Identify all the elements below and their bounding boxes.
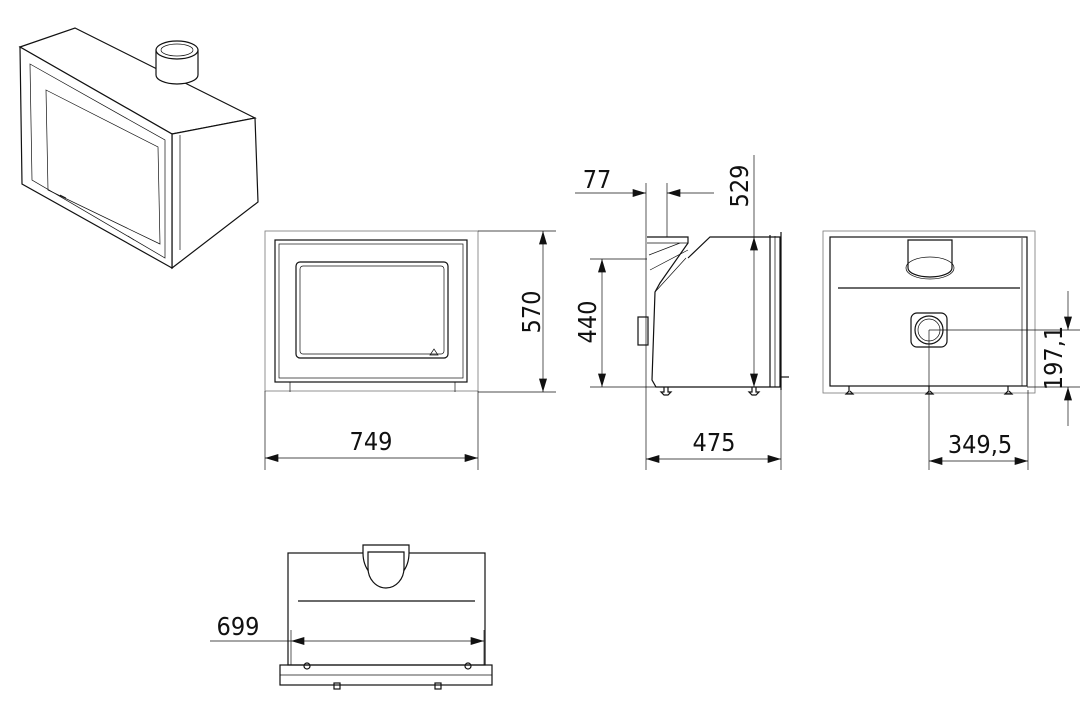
dimension-699: 699 xyxy=(210,612,485,665)
side-view xyxy=(637,232,789,396)
dimension-label: 349,5 xyxy=(948,430,1012,459)
dimension-label: 475 xyxy=(693,428,736,457)
dimension-label: 749 xyxy=(350,427,393,456)
dimension-475: 475 xyxy=(645,387,782,470)
dimension-label: 570 xyxy=(517,291,546,334)
top-view xyxy=(279,544,493,690)
dimension-77: 77 xyxy=(575,165,714,387)
dimension-label: 529 xyxy=(725,165,754,208)
dimension-570: 570 xyxy=(478,230,556,393)
dimension-label: 440 xyxy=(573,301,602,344)
flue-collar xyxy=(155,40,199,85)
front-view xyxy=(264,230,479,392)
dimension-label: 699 xyxy=(217,612,260,641)
dimension-440: 440 xyxy=(573,258,760,388)
dimension-349-5: 349,5 xyxy=(928,330,1029,470)
dimension-529: 529 xyxy=(725,155,758,387)
dimension-label: 197,1 xyxy=(1039,326,1068,390)
dimension-749: 749 xyxy=(264,391,479,470)
isometric-view xyxy=(18,27,259,270)
dimension-label: 77 xyxy=(583,165,612,194)
dimension-197-1: 197,1 xyxy=(929,291,1080,426)
